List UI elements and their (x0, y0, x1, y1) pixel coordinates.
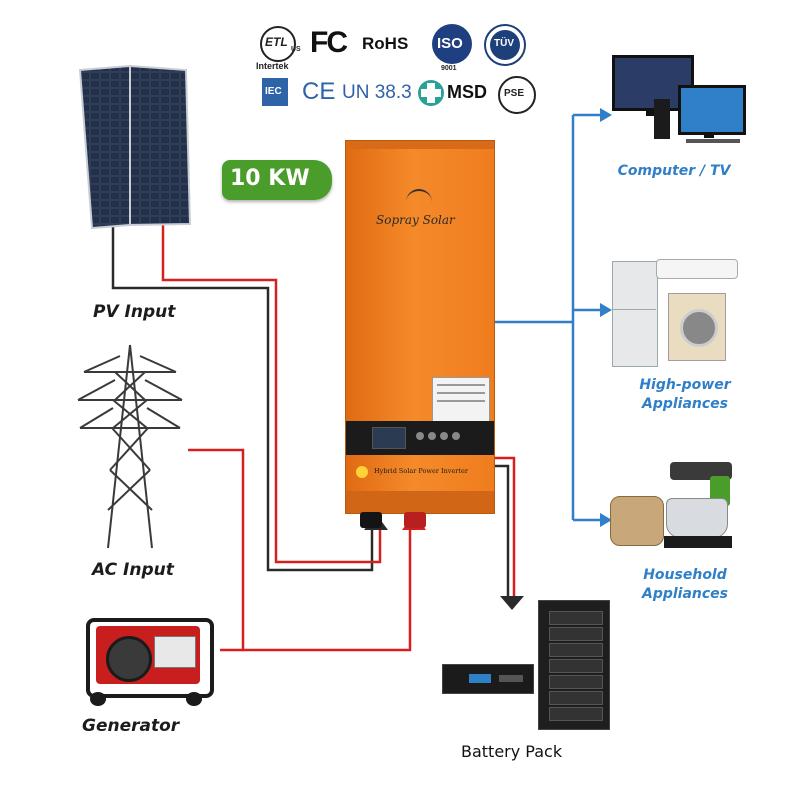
certification-row: ETL US Intertek FC RoHS ISO 9001 TÜV IEC… (250, 20, 540, 114)
etl-logo-text: ETL (265, 35, 288, 49)
pse-logo: PSE (498, 76, 536, 114)
inverter-brand: Sopray Solar (376, 213, 455, 227)
inverter-top-panel (346, 141, 494, 149)
power-rating-badge: 10 KW (222, 160, 332, 200)
arrow-highpower (600, 303, 612, 317)
household-appliances-label: Household Appliances (610, 566, 760, 604)
high-power-appliances-icon (612, 255, 742, 367)
inverter-lcd-display (372, 427, 406, 449)
iso-number-text: 9001 (441, 65, 457, 72)
battery-pack-label: Battery Pack (461, 742, 563, 761)
high-power-label-line1: High-power (639, 377, 731, 393)
household-label-line1: Household (643, 567, 727, 583)
inverter-button-4[interactable] (452, 432, 460, 440)
ce-logo: CE (302, 78, 336, 105)
power-rating-text: 10 KW (230, 166, 310, 191)
arrow-household (600, 513, 612, 527)
battery-black-wire (492, 464, 510, 600)
inverter-button-3[interactable] (440, 432, 448, 440)
battery-red-wire (492, 456, 516, 600)
iso-logo-text: ISO (437, 35, 463, 52)
inverter-logo-icon (406, 189, 432, 215)
rohs-logo: RoHS (362, 34, 409, 53)
computer-tv-label: Computer / TV (617, 163, 731, 179)
generator-label: Generator (82, 716, 180, 736)
pv-input-label: PV Input (93, 302, 176, 322)
inverter-unit: Sopray Solar Hybrid Solar Power Inverter (345, 140, 495, 514)
battery-module-icon (442, 664, 534, 694)
tuv-logo: TÜV (484, 24, 526, 66)
battery-rack-icon (538, 600, 610, 730)
fc-logo: FC (310, 26, 348, 59)
generator-icon (82, 608, 214, 708)
ac-terminal-connector (404, 512, 426, 528)
iec-logo-text: IEC (265, 86, 282, 97)
high-power-label-line2: Appliances (641, 396, 729, 412)
pv-red-wire (161, 225, 382, 564)
arrow-computer (600, 108, 612, 122)
etl-us-text: US (291, 46, 301, 53)
sun-icon (356, 466, 368, 478)
iec-logo: IEC (262, 78, 288, 106)
dc-terminal-connector (360, 512, 382, 528)
tuv-logo-text: TÜV (494, 38, 514, 49)
household-label-line2: Appliances (641, 586, 729, 602)
pse-logo-text: PSE (504, 88, 525, 99)
msd-logo: MSD (447, 82, 487, 102)
inverter-button-1[interactable] (416, 432, 424, 440)
high-power-appliances-label: High-power Appliances (610, 376, 760, 414)
battery-arrowhead (500, 596, 524, 610)
intertek-text: Intertek (256, 61, 289, 71)
inverter-model-label: Hybrid Solar Power Inverter (374, 467, 468, 475)
un383-logo: UN 38.3 (342, 82, 412, 103)
computer-tv-icon (612, 55, 746, 145)
inverter-button-2[interactable] (428, 432, 436, 440)
inverter-bottom-strip (346, 491, 494, 513)
inverter-spec-label (432, 377, 490, 423)
household-appliances-icon (610, 458, 740, 554)
msd-icon (418, 80, 444, 106)
ac-input-label: AC Input (92, 560, 174, 580)
etl-logo: ETL US Intertek (254, 26, 301, 71)
iso-logo: ISO 9001 (430, 24, 476, 72)
inverter-control-panel (346, 421, 494, 455)
